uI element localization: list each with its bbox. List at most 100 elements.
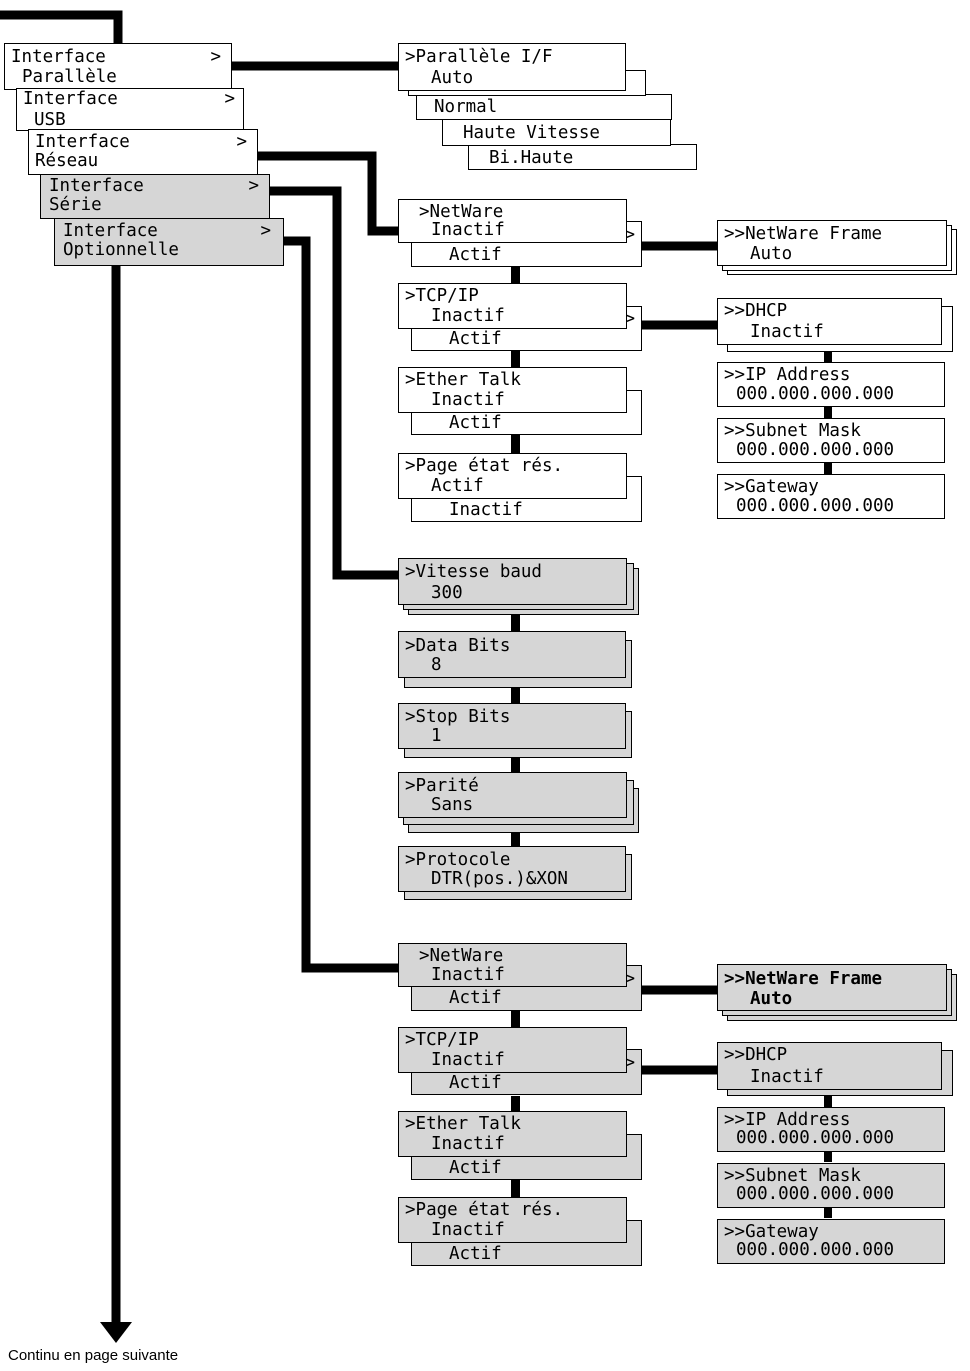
opt-netware[interactable]: >NetWare Inactif xyxy=(398,943,627,987)
menu-line2: Réseau xyxy=(35,151,99,171)
opt-gateway[interactable]: >>Gateway 000.000.000.000 xyxy=(717,1219,945,1264)
menu-line2: Optionnelle xyxy=(63,240,179,260)
option-label: Actif xyxy=(449,413,502,433)
menu-interface-network[interactable]: Interface Réseau > xyxy=(28,129,258,175)
setting-title: >TCP/IP xyxy=(405,286,479,306)
setting-value: Inactif xyxy=(750,322,824,342)
option-label: Actif xyxy=(449,1073,502,1093)
setting-value: 000.000.000.000 xyxy=(736,1240,895,1260)
option-label: Normal xyxy=(434,97,498,117)
net-status-page[interactable]: >Page état rés. Actif xyxy=(398,453,627,499)
setting-title: >>DHCP xyxy=(724,1045,788,1065)
net-gateway[interactable]: >>Gateway 000.000.000.000 xyxy=(717,474,945,519)
menu-line1: Interface xyxy=(49,176,144,196)
submenu-arrow-icon: > xyxy=(624,1053,635,1073)
menu-interface-optional[interactable]: Interface Optionnelle > xyxy=(54,218,284,266)
net-netware-frame[interactable]: >>NetWare Frame Auto xyxy=(717,220,947,266)
setting-title: >>IP Address xyxy=(724,1110,851,1130)
net-ethertalk[interactable]: >Ether Talk Inactif xyxy=(398,367,627,413)
setting-value: Inactif xyxy=(750,1067,824,1087)
parallel-option-bi-haute[interactable]: Bi.Haute xyxy=(468,144,697,170)
submenu-arrow-icon: > xyxy=(236,132,247,152)
setting-title: >Parallèle I/F xyxy=(405,47,553,67)
parallel-if-setting[interactable]: >Parallèle I/F Auto xyxy=(398,43,626,91)
setting-title: >Page état rés. xyxy=(405,456,564,476)
serial-parity[interactable]: >Parité Sans xyxy=(398,772,627,818)
setting-title: >Ether Talk xyxy=(405,1114,521,1134)
option-label: Bi.Haute xyxy=(489,148,574,168)
net-ip-address[interactable]: >>IP Address 000.000.000.000 xyxy=(717,362,945,407)
net-subnet-mask[interactable]: >>Subnet Mask 000.000.000.000 xyxy=(717,418,945,463)
opt-dhcp[interactable]: >>DHCP Inactif xyxy=(717,1042,942,1090)
serial-baud-rate[interactable]: >Vitesse baud 300 xyxy=(398,558,627,605)
setting-value: Auto xyxy=(431,68,474,88)
setting-title: >NetWare xyxy=(419,946,504,966)
menu-line1: Interface xyxy=(63,221,158,241)
setting-title: >Data Bits xyxy=(405,636,511,656)
opt-status-page[interactable]: >Page état rés. Inactif xyxy=(398,1197,627,1243)
setting-title: >>NetWare Frame xyxy=(724,969,883,989)
option-label: Actif xyxy=(449,1158,502,1178)
parallel-option-normal[interactable]: Normal xyxy=(416,94,672,120)
setting-value: 8 xyxy=(431,655,442,675)
setting-title: >Protocole xyxy=(405,850,511,870)
setting-title: >Page état rés. xyxy=(405,1200,564,1220)
submenu-arrow-icon: > xyxy=(624,969,635,989)
menu-line1: Interface xyxy=(11,47,106,67)
opt-ethertalk[interactable]: >Ether Talk Inactif xyxy=(398,1111,627,1157)
setting-value: Auto xyxy=(750,989,793,1009)
menu-interface-serial[interactable]: Interface Série > xyxy=(40,174,270,219)
setting-value: 000.000.000.000 xyxy=(736,496,895,516)
option-label: Haute Vitesse xyxy=(463,123,600,143)
network-connector xyxy=(256,151,398,236)
setting-value: Auto xyxy=(750,244,793,264)
setting-value: Actif xyxy=(431,476,484,496)
net-tcpip[interactable]: >TCP/IP Inactif xyxy=(398,283,627,329)
continued-note: Continu en page suivante xyxy=(8,1347,179,1364)
setting-title: >>DHCP xyxy=(724,301,788,321)
setting-value: 300 xyxy=(431,583,463,603)
setting-value: Inactif xyxy=(431,1220,505,1240)
setting-title: >>IP Address xyxy=(724,365,851,385)
setting-value: Inactif xyxy=(431,390,505,410)
setting-value: 000.000.000.000 xyxy=(736,1184,895,1204)
setting-value: 1 xyxy=(431,726,442,746)
setting-value: Inactif xyxy=(431,1050,505,1070)
setting-value: DTR(pos.)&XON xyxy=(431,869,568,889)
setting-title: >>Subnet Mask xyxy=(724,1166,861,1186)
setting-value: 000.000.000.000 xyxy=(736,384,895,404)
option-label: Actif xyxy=(449,988,502,1008)
opt-ip-address[interactable]: >>IP Address 000.000.000.000 xyxy=(717,1107,945,1152)
serial-data-bits[interactable]: >Data Bits 8 xyxy=(398,631,626,678)
entry-connector xyxy=(0,10,123,44)
setting-title: >>Gateway xyxy=(724,1222,819,1242)
menu-line2: Série xyxy=(49,195,102,215)
option-label: Actif xyxy=(449,1244,502,1264)
menu-interface-usb[interactable]: Interface USB > xyxy=(16,88,244,131)
serial-protocol[interactable]: >Protocole DTR(pos.)&XON xyxy=(398,846,626,892)
setting-value: Inactif xyxy=(431,965,505,985)
opt-subnet-mask[interactable]: >>Subnet Mask 000.000.000.000 xyxy=(717,1163,945,1208)
setting-title: >>Gateway xyxy=(724,477,819,497)
setting-value: 000.000.000.000 xyxy=(736,440,895,460)
menu-line2: USB xyxy=(34,110,66,130)
opt-netware-frame[interactable]: >>NetWare Frame Auto xyxy=(717,964,947,1011)
setting-title: >Ether Talk xyxy=(405,370,521,390)
menu-interface-parallel[interactable]: Interface Parallèle > xyxy=(4,43,232,90)
setting-value: Inactif xyxy=(431,306,505,326)
net-netware[interactable]: >NetWare Inactif xyxy=(398,199,627,243)
setting-title: >NetWare xyxy=(419,202,504,222)
menu-line1: Interface xyxy=(23,89,118,109)
serial-stop-bits[interactable]: >Stop Bits 1 xyxy=(398,703,626,749)
parallel-option-haute-vitesse[interactable]: Haute Vitesse xyxy=(442,118,671,146)
option-label: Actif xyxy=(449,245,502,265)
net-dhcp[interactable]: >>DHCP Inactif xyxy=(717,298,942,345)
submenu-arrow-icon: > xyxy=(260,221,271,241)
serial-connector xyxy=(268,186,398,580)
opt-tcpip[interactable]: >TCP/IP Inactif xyxy=(398,1027,627,1073)
submenu-arrow-icon: > xyxy=(624,225,635,245)
option-label: Actif xyxy=(449,329,502,349)
setting-value: Inactif xyxy=(431,1134,505,1154)
setting-title: >>Subnet Mask xyxy=(724,421,861,441)
